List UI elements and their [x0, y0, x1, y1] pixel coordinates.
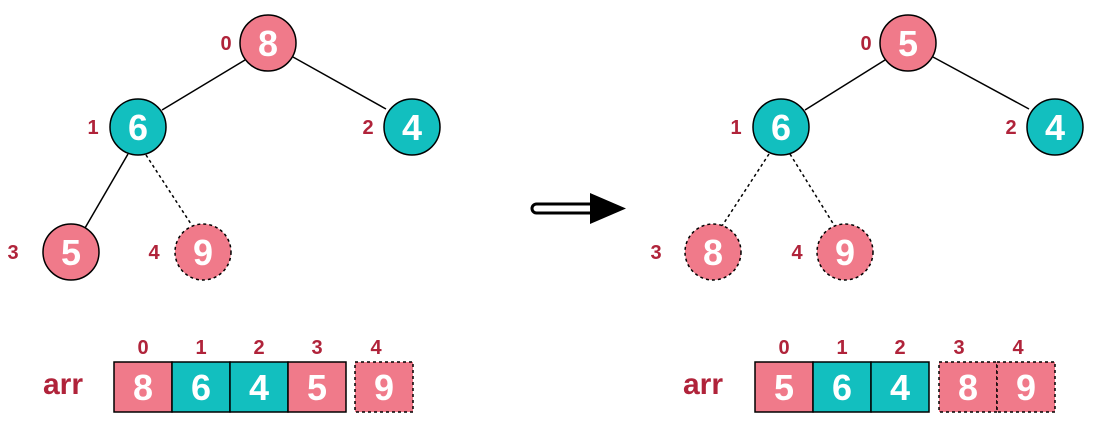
before-cell-2-index: 2 [253, 337, 264, 359]
after-node-3-index: 3 [650, 242, 661, 264]
before-node-1-index: 1 [87, 117, 98, 139]
after-node-2-value: 4 [1045, 107, 1065, 148]
after-node-2-index: 2 [1005, 117, 1016, 139]
after-edge-1-3 [721, 153, 770, 227]
before-node-2-circle [383, 98, 441, 156]
before-node-2: 4 2 [362, 98, 441, 156]
before-node-1-value: 6 [128, 107, 148, 148]
after-node-4: 9 4 [791, 223, 874, 281]
before-edge-0-2 [292, 56, 387, 110]
before-edge-1-3 [84, 153, 129, 229]
before-node-1-circle [109, 98, 167, 156]
after-panel: 5 0 6 1 4 2 8 3 9 4 [650, 14, 1084, 413]
before-tree: 8 0 6 1 4 2 5 3 [7, 14, 441, 281]
after-cell-0-value: 5 [774, 367, 794, 408]
after-node-3: 8 3 [650, 223, 742, 281]
before-cell-3 [287, 361, 347, 413]
before-cell-0 [113, 361, 173, 413]
before-node-4-value: 9 [193, 232, 213, 273]
before-edge-1-4 [145, 154, 192, 225]
after-cell-4-index: 4 [1012, 337, 1024, 359]
before-node-0-value: 8 [258, 23, 278, 64]
after-cell-4 [996, 361, 1056, 413]
after-node-4-circle [816, 223, 874, 281]
before-node-2-index: 2 [362, 117, 373, 139]
after-edge-1-4 [789, 153, 835, 226]
after-cell-1-value: 6 [832, 367, 852, 408]
before-node-0-circle [239, 14, 297, 72]
before-node-2-value: 4 [402, 107, 422, 148]
before-cell-0-value: 8 [133, 367, 153, 408]
after-tree: 5 0 6 1 4 2 8 3 9 4 [650, 14, 1084, 281]
before-node-0-index: 0 [220, 33, 231, 55]
after-node-0-index: 0 [860, 33, 871, 55]
before-node-1: 6 1 [87, 98, 167, 156]
after-node-2: 4 2 [1005, 98, 1084, 156]
before-panel: 8 0 6 1 4 2 5 3 [7, 14, 441, 413]
before-cell-2 [229, 361, 289, 413]
after-cell-3-value: 8 [958, 367, 978, 408]
before-node-4: 9 4 [148, 223, 232, 281]
after-cell-2 [870, 361, 930, 413]
after-cell-3-index: 3 [953, 337, 964, 359]
after-node-1-circle [752, 98, 810, 156]
before-cell-1 [171, 361, 231, 413]
after-edge-0-1 [804, 59, 886, 111]
after-cell-4-value: 9 [1016, 367, 1036, 408]
before-cell-1-value: 6 [191, 367, 211, 408]
after-cell-0-index: 0 [778, 337, 789, 359]
before-cell-4-index: 4 [370, 337, 382, 359]
after-node-3-value: 8 [703, 232, 723, 273]
after-node-1: 6 1 [730, 98, 810, 156]
before-cell-0-index: 0 [137, 337, 148, 359]
before-array: arr 8 6 4 5 9 0 1 2 3 4 [43, 337, 414, 413]
before-node-0: 8 0 [220, 14, 297, 72]
before-cell-2-value: 4 [249, 367, 269, 408]
before-array-label: arr [43, 368, 83, 401]
after-node-0-circle [879, 14, 937, 72]
after-node-3-circle [684, 223, 742, 281]
before-cell-1-index: 1 [195, 337, 206, 359]
after-array: arr 5 6 4 8 9 0 1 2 3 4 [683, 337, 1056, 413]
before-cell-3-value: 5 [307, 367, 327, 408]
before-node-3-index: 3 [7, 242, 18, 264]
before-cell-3-index: 3 [311, 337, 322, 359]
after-cell-1-index: 1 [836, 337, 847, 359]
after-cell-0 [754, 361, 814, 413]
before-cell-4-value: 9 [374, 367, 394, 408]
before-node-3: 5 3 [7, 223, 100, 281]
after-node-0: 5 0 [860, 14, 937, 72]
before-node-4-circle [174, 223, 232, 281]
after-node-1-index: 1 [730, 117, 741, 139]
after-edge-0-2 [932, 56, 1030, 110]
before-cell-4 [354, 361, 414, 413]
before-edge-0-1 [161, 59, 246, 111]
before-node-3-value: 5 [61, 232, 81, 273]
after-node-2-circle [1026, 98, 1084, 156]
after-node-4-value: 9 [835, 232, 855, 273]
after-array-label: arr [683, 368, 723, 401]
after-node-1-value: 6 [771, 107, 791, 148]
after-cell-2-value: 4 [890, 367, 910, 408]
right-arrow-icon [530, 193, 626, 224]
after-node-4-index: 4 [791, 242, 803, 264]
before-node-4-index: 4 [148, 242, 160, 264]
after-node-0-value: 5 [898, 23, 918, 64]
after-cell-3 [938, 361, 998, 413]
after-cell-2-index: 2 [894, 337, 905, 359]
before-node-3-circle [42, 223, 100, 281]
